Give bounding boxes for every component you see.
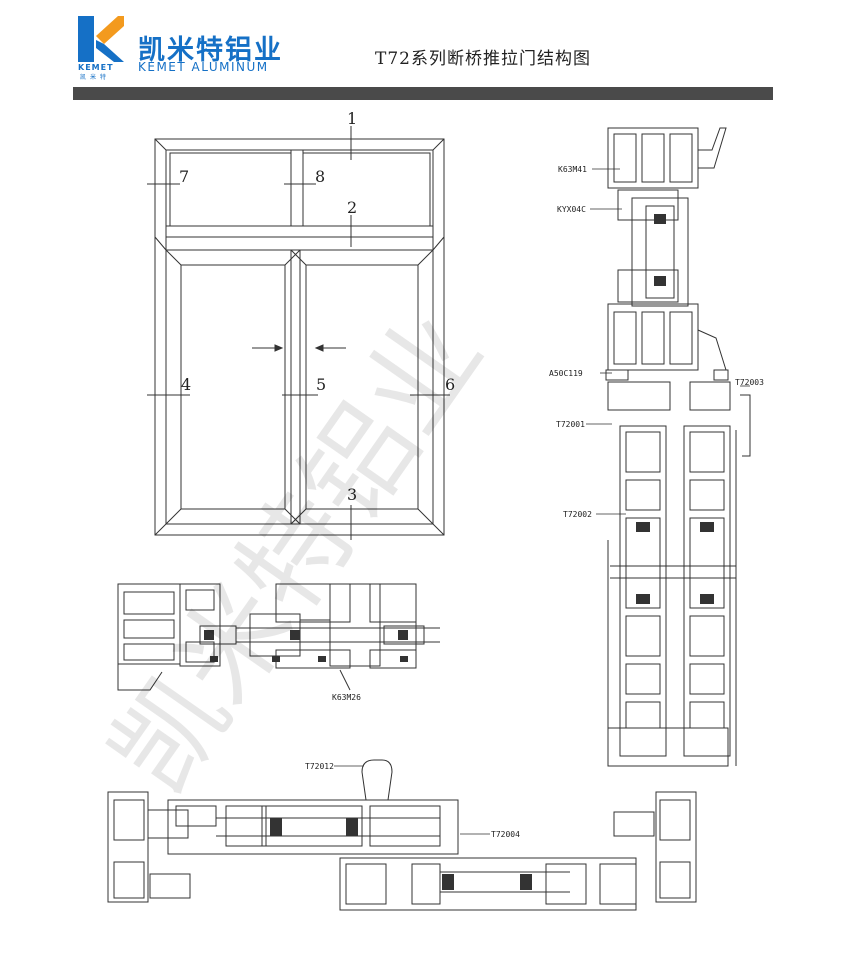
- bottom-leader-lines: [334, 765, 490, 835]
- profile-code-kyx04c: KYX04C: [557, 205, 586, 214]
- seal-blocks-vertical: [636, 214, 714, 604]
- label-8: 8: [315, 167, 325, 186]
- right-leader-lines: [586, 168, 750, 515]
- profile-code-a50c119: A50C119: [549, 369, 583, 378]
- brand-name-cn: 凯米特铝业: [138, 35, 283, 66]
- header-divider-bar: [73, 87, 773, 100]
- profile-code-t72003: T72003: [735, 378, 764, 387]
- profile-code-t72001: T72001: [556, 420, 585, 429]
- brand-logo: KEMET 凯米特 凯米特铝业 KEMET ALUMINUM: [74, 14, 281, 81]
- logo-mark-icon: [78, 16, 124, 62]
- label-5: 5: [316, 375, 326, 394]
- elevation-labels: 1 2 3 4 5 6 7 8: [179, 109, 455, 504]
- label-3: 3: [347, 485, 357, 504]
- watermark-text: 凯米特铝业: [86, 291, 506, 815]
- label-1: 1: [347, 109, 357, 128]
- logo-cn-small-text: 凯米特: [80, 74, 111, 81]
- profile-code-t72002: T72002: [563, 510, 592, 519]
- page-title: T72系列断桥推拉门结构图: [375, 49, 591, 69]
- profile-code-t72004: T72004: [491, 830, 520, 839]
- label-4: 4: [181, 375, 191, 394]
- logo-en-text: KEMET: [78, 63, 114, 72]
- label-2: 2: [347, 198, 357, 217]
- profile-code-k63m26: K63M26: [332, 693, 361, 702]
- label-7: 7: [179, 167, 189, 186]
- label-6: 6: [445, 375, 455, 394]
- profile-code-k63m41: K63M41: [558, 165, 587, 174]
- seal-blocks-horizontal: [204, 630, 408, 662]
- horizontal-section-bottom: [107, 759, 697, 911]
- vertical-section-right: [605, 127, 751, 767]
- brand-name-en: KEMET ALUMINUM: [138, 60, 269, 74]
- door-elevation: [147, 126, 450, 540]
- seal-blocks-bottom: [270, 818, 532, 890]
- profile-code-t72012: T72012: [305, 762, 334, 771]
